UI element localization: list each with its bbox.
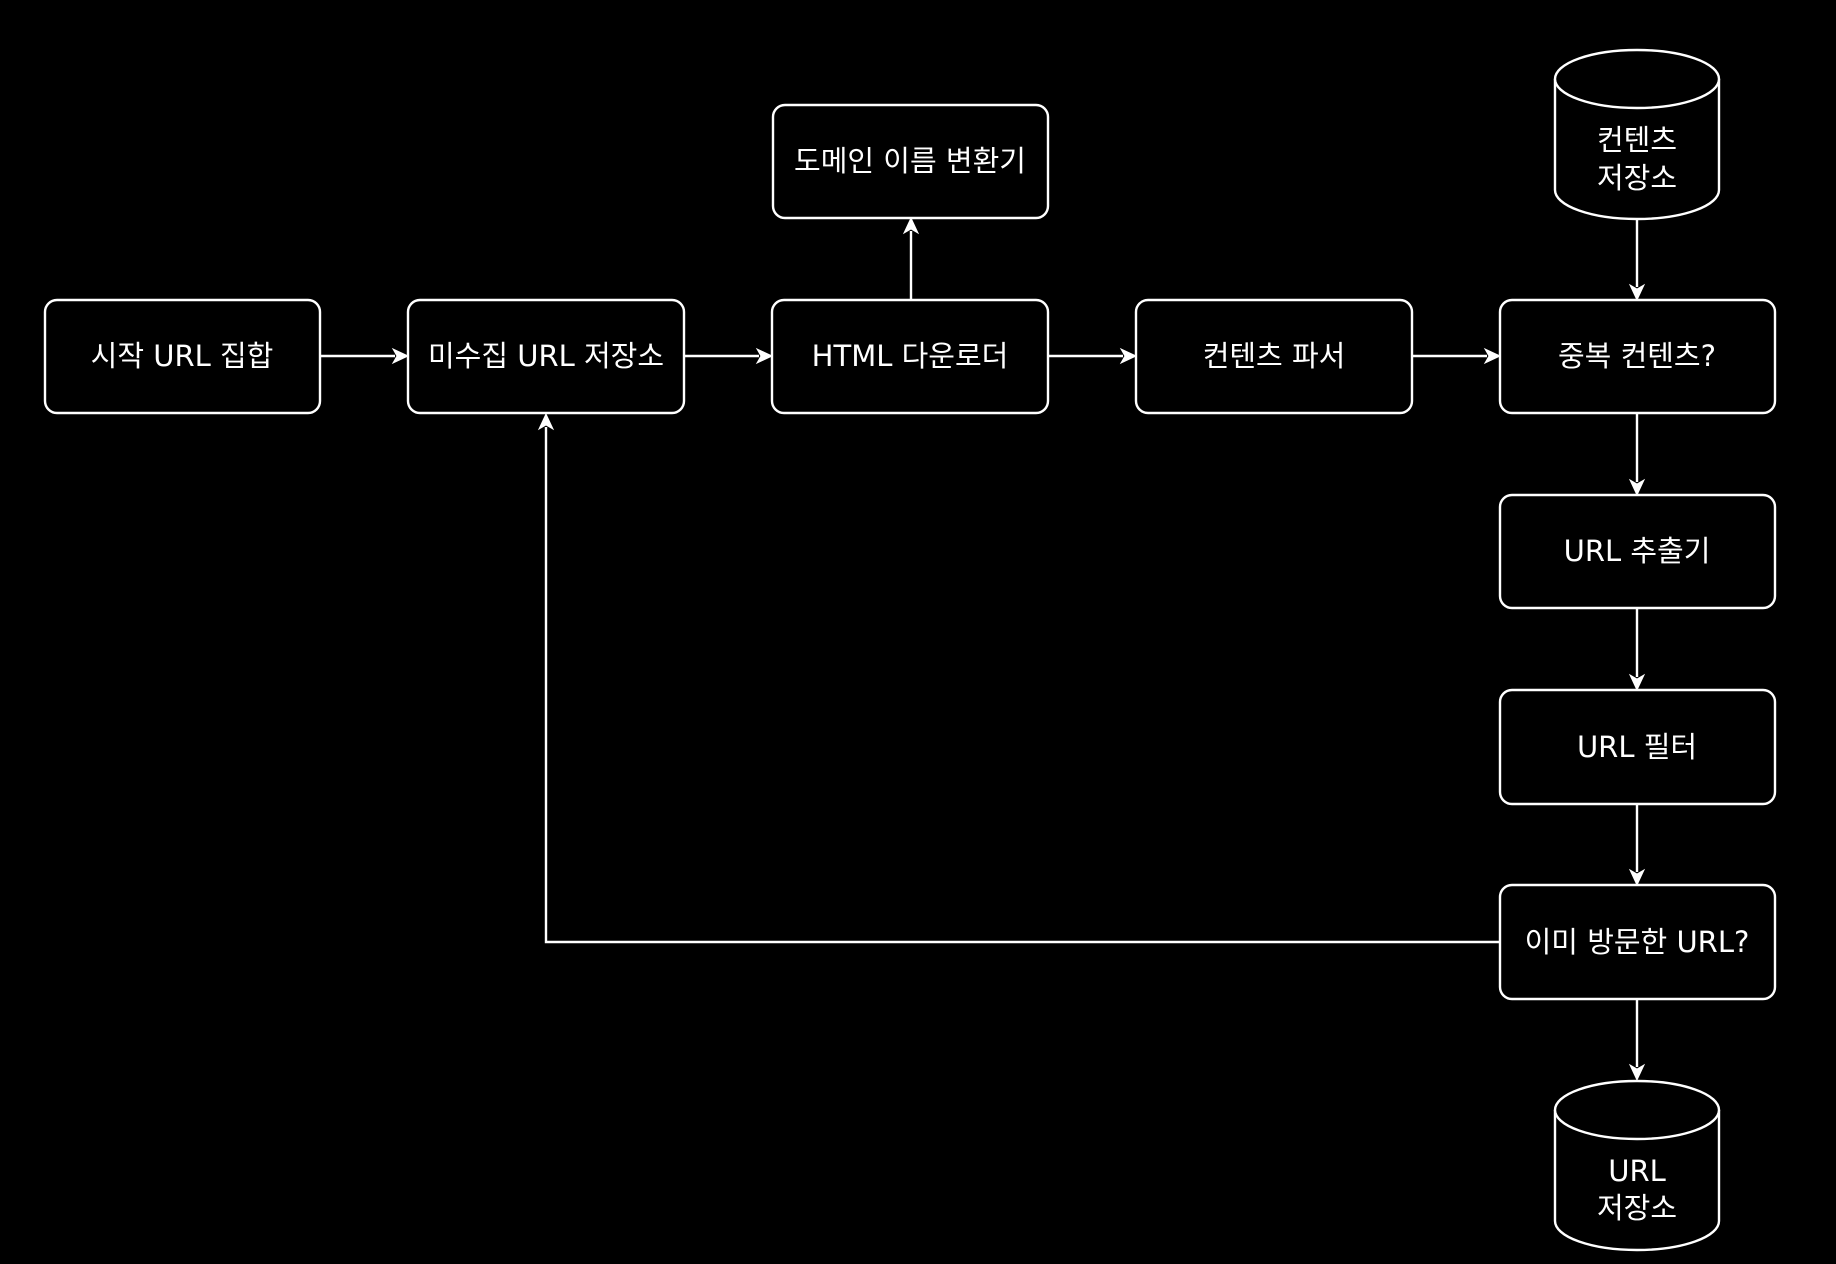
node-html-downloader-box (770, 298, 1050, 415)
node-html-downloader-label: HTML 다운로더 (812, 339, 1009, 373)
arrowhead-frontier-left (391, 347, 410, 365)
node-frontier-box (406, 298, 686, 415)
node-url-extractor: URL 추출기 (1498, 493, 1777, 610)
node-start-urls-box (43, 298, 322, 415)
node-url-storage-label-line1: URL (1608, 1154, 1666, 1188)
node-html-downloader: HTML 다운로더 (770, 298, 1050, 415)
node-content-storage: 컨텐츠 저장소 (1553, 48, 1721, 221)
node-start-urls-label: 시작 URL 집합 (91, 339, 274, 373)
arrowhead-frontier-bottom (537, 412, 555, 431)
node-url-extractor-label: URL 추출기 (1564, 534, 1711, 568)
node-content-parser-box (1134, 298, 1414, 415)
node-frontier: 미수집 URL 저장소 (406, 298, 686, 415)
arrowhead-filter-top (1628, 673, 1646, 692)
arrowhead-downloader-left (755, 347, 774, 365)
node-content-seen-label: 중복 컨텐츠? (1558, 339, 1716, 373)
arrowhead-extractor-top (1628, 478, 1646, 497)
arrowhead-url-seen-top (1628, 868, 1646, 887)
node-start-urls: 시작 URL 집합 (43, 298, 322, 415)
arrowhead-content-seen-top (1628, 283, 1646, 302)
node-content-parser-label: 컨텐츠 파서 (1203, 339, 1346, 373)
node-content-seen: 중복 컨텐츠? (1498, 298, 1777, 415)
node-url-seen: 이미 방문한 URL? (1498, 883, 1777, 1001)
node-content-seen-box (1498, 298, 1777, 415)
node-url-extractor-box (1498, 493, 1777, 610)
node-dns-resolver-label: 도메인 이름 변환기 (794, 144, 1026, 178)
node-content-parser: 컨텐츠 파서 (1134, 298, 1414, 415)
node-content-storage-label-line2: 저장소 (1597, 161, 1677, 195)
edge-url-seen-to-frontier (544, 427, 1500, 944)
arrowhead-url-storage-top (1628, 1063, 1646, 1082)
arrowhead-parser-left (1119, 347, 1138, 365)
node-url-filter-label: URL 필터 (1577, 730, 1697, 764)
url-storage-cylinder-rim (1553, 1109, 1721, 1141)
node-frontier-label: 미수집 URL 저장소 (428, 339, 664, 373)
arrowhead-dns-bottom (902, 216, 920, 235)
node-dns-resolver: 도메인 이름 변환기 (771, 103, 1050, 220)
arrowhead-content-seen-left (1483, 347, 1502, 365)
node-url-filter-box (1498, 688, 1777, 806)
node-url-storage-label-line2: 저장소 (1597, 1191, 1677, 1225)
content-storage-cylinder-rim (1553, 78, 1721, 110)
node-url-filter: URL 필터 (1498, 688, 1777, 806)
node-url-seen-box (1498, 883, 1777, 1001)
node-url-storage: URL 저장소 (1553, 1079, 1721, 1252)
edges (320, 216, 1646, 1082)
node-dns-resolver-box (771, 103, 1050, 220)
node-content-storage-label-line1: 컨텐츠 (1597, 123, 1677, 157)
node-url-seen-label: 이미 방문한 URL? (1525, 925, 1750, 959)
